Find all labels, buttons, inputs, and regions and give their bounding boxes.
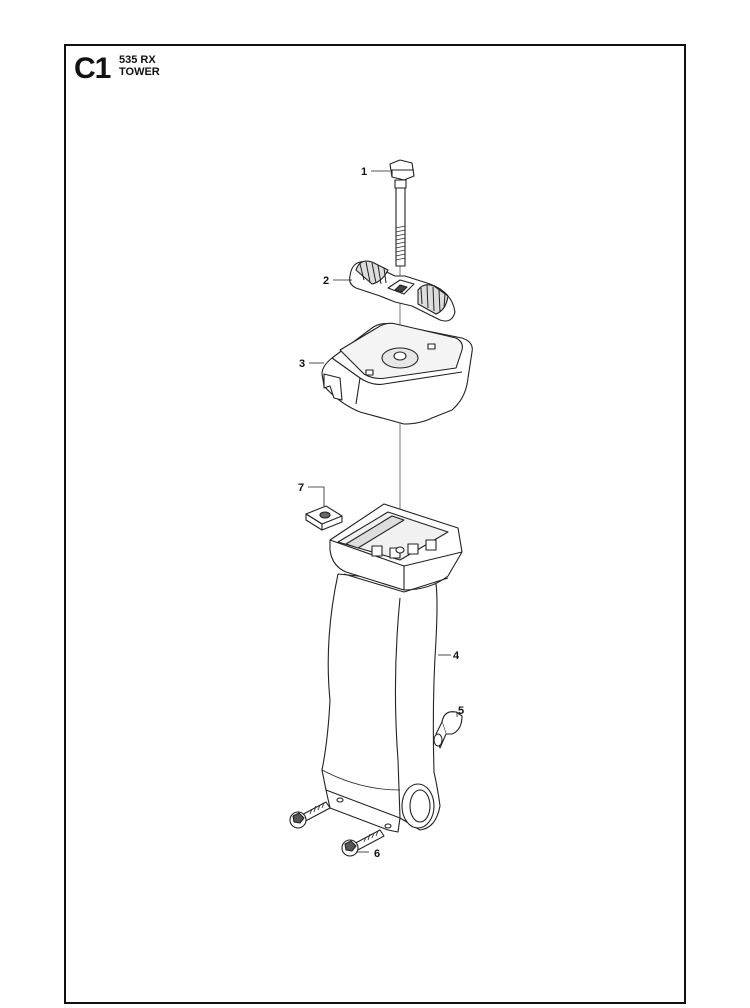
section-code: C1 [74,52,111,85]
bolt-part [389,159,415,267]
callout-number-6: 6 [374,848,380,860]
screw-part-lower [341,829,385,857]
model-name: 535 RX [119,54,156,66]
callout-number-3: 3 [299,358,305,370]
leader-lines [308,170,458,853]
model-label: 535 RX TOWER [119,54,160,78]
callout-number-1: 1 [361,166,367,178]
wing-knob-part [349,260,456,322]
assembly-name: TOWER [119,65,160,78]
clip-part [433,711,463,749]
callout-number-5: 5 [458,705,464,717]
tower-tube-part [321,503,463,833]
callout-number-7: 7 [298,482,304,494]
callout-number-4: 4 [453,650,460,662]
tower-cover-part [321,322,473,425]
screw-part-upper [289,801,331,829]
callout-number-2: 2 [323,275,329,287]
drawing-frame [64,44,686,1004]
nut-part [305,505,343,531]
